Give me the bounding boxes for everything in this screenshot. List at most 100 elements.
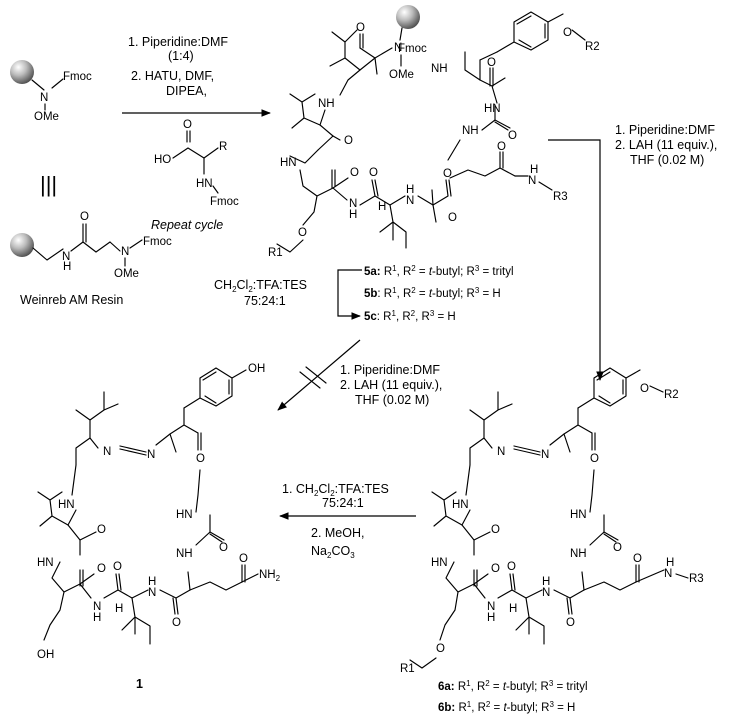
aa-o: O [183,119,192,131]
aa-r: R [219,141,227,153]
p1-oh-ser: OH [37,649,54,661]
p6-h-ca-ile: H [509,603,517,615]
step2-line1: 1. Piperidine:DMF [615,123,715,137]
p1-o2: O [97,524,106,536]
resin-bead-icon [396,5,420,29]
linker-o: O [80,211,89,223]
step2-conditions: 1. Piperidine:DMF 2. LAH (11 equiv.), TH… [615,123,717,167]
step2-arrow [548,139,604,381]
p6-o-ser: O [436,643,445,655]
p1-o5: O [172,617,181,629]
compound-6b: 6b: R1, R2 = t-butyl; R3 = H [438,700,575,714]
n5-h-gln1: H [406,184,414,196]
compound-5-structure: N OMe O NH O HN O O R1 N H O H H [268,5,600,259]
n5-h-gln: H [530,164,538,176]
n5-n-ile: N [349,198,357,210]
n5-n-r3: N [528,175,536,187]
p6-hn-val: HN [431,557,448,569]
p6-r2: R2 [664,389,679,401]
p6-h-gln: H [542,576,550,588]
blocked-line3: THF (0.02 M) [355,393,429,407]
compound-6a: 6a: R1, R2 = t-butyl; R3 = trityl [438,679,588,693]
p1-n-imine: N [147,449,155,461]
resin-bead-icon [10,60,34,84]
p1-h-ile: H [93,612,101,624]
p1-o-gly: O [219,542,228,554]
n5-h-ile: H [349,209,357,221]
final-step-conditions: 1. CH2Cl2:TFA:TES 75:24:1 2. MeOH, Na2CO… [282,482,389,560]
n5-amide-n: N [394,42,402,54]
n5-o-gln: O [497,141,506,153]
compound-5c: 5c: R1, R2, R3 = H [364,309,456,323]
blocked-line2: 2. LAH (11 equiv.), [340,378,442,392]
deprot-line2: 75:24:1 [244,294,286,308]
weinreb-resin-fmoc: N Fmoc OMe [10,60,92,123]
n5-r2: R2 [585,41,600,53]
aa-fmoc: Fmoc [210,196,239,208]
resin-n: N [40,92,48,104]
p6-o5: O [566,617,575,629]
n5-fmoc: Fmoc [398,43,427,55]
deprot-line1: CH2Cl2:TFA:TES [214,278,307,294]
p1-o1: O [196,453,205,465]
compound-6-list: 6a: R1, R2 = t-butyl; R3 = trityl 6b: R1… [438,679,588,714]
n5-o4: O [369,167,378,179]
p1-hn-val: HN [37,557,54,569]
n5-o-tyr: O [487,57,496,69]
compound-5a: 5a: R1, R2 = t-butyl; R3 = trityl [364,264,514,278]
n5-o3: O [350,167,359,179]
p1-o4: O [113,561,122,573]
p1-n-ile: N [93,601,101,613]
n5-o6: O [448,212,457,224]
final-line1: 1. CH2Cl2:TFA:TES [282,482,389,498]
aa-hn: HN [196,178,213,190]
p6-nh-gly1: NH [570,548,587,560]
compound-5-list: 5a: R1, R2 = t-butyl; R3 = trityl 5b: R1… [364,264,514,323]
n5-o-ser: O [298,227,307,239]
deprotection-conditions: CH2Cl2:TFA:TES 75:24:1 [214,278,307,308]
step2-line3: THF (0.02 M) [630,153,704,167]
p1-n-gln: N [148,587,156,599]
p6-h-r3: H [666,557,674,569]
p1-h-gln: H [148,576,156,588]
n5-n-gln: N [406,195,414,207]
n5-o2: O [344,135,353,147]
n5-nh1: NH [318,98,335,110]
p6-hn-leu: HN [452,499,469,511]
product-1-structure: OH O N N HN O HN O OH N H O H N H O [37,363,281,661]
n5-o5: O [443,168,452,180]
compound-6-structure: O R2 O N N HN O HN O O R1 N H O H N [400,367,704,675]
final-line2: 75:24:1 [322,496,364,510]
resin-ome: OMe [34,111,59,123]
n5-ome: OMe [389,69,414,81]
linker-fmoc: Fmoc [143,236,172,248]
p1-o3: O [97,563,106,575]
n5-o-tyr-ring: O [563,27,572,39]
n5-nh-gly: NH [462,125,479,137]
p6-o1: O [590,453,599,465]
step1-line4: DIPEA, [166,84,207,98]
step1-line1: 1. Piperidine:DMF [128,35,228,49]
weinreb-am-resin-structure: H N O N Fmoc OMe [10,211,172,280]
n5-nh-tyr: NH [431,63,448,75]
p6-n-ile: N [487,601,495,613]
product-label: 1 [136,677,143,691]
p6-o2: O [491,524,500,536]
p6-o3: O [491,563,500,575]
p6-r3: R3 [689,573,704,585]
deprotection-arrow [337,269,362,320]
resin-name: Weinreb AM Resin [20,293,123,307]
aa-ho: HO [154,154,171,166]
n5-r1: R1 [268,247,283,259]
blocked-line1: 1. Piperidine:DMF [340,363,440,377]
linker-h: H [63,261,71,273]
p1-h-ca-ile: H [115,603,123,615]
p6-o4: O [507,561,516,573]
step2-line2: 2. LAH (11 equiv.), [615,138,717,152]
n5-hn-val: HN [280,157,297,169]
p1-o-gln: O [239,553,248,565]
blocked-arrow [277,339,361,411]
final-line4: Na2CO3 [311,544,355,560]
linker-ome: OMe [114,268,139,280]
